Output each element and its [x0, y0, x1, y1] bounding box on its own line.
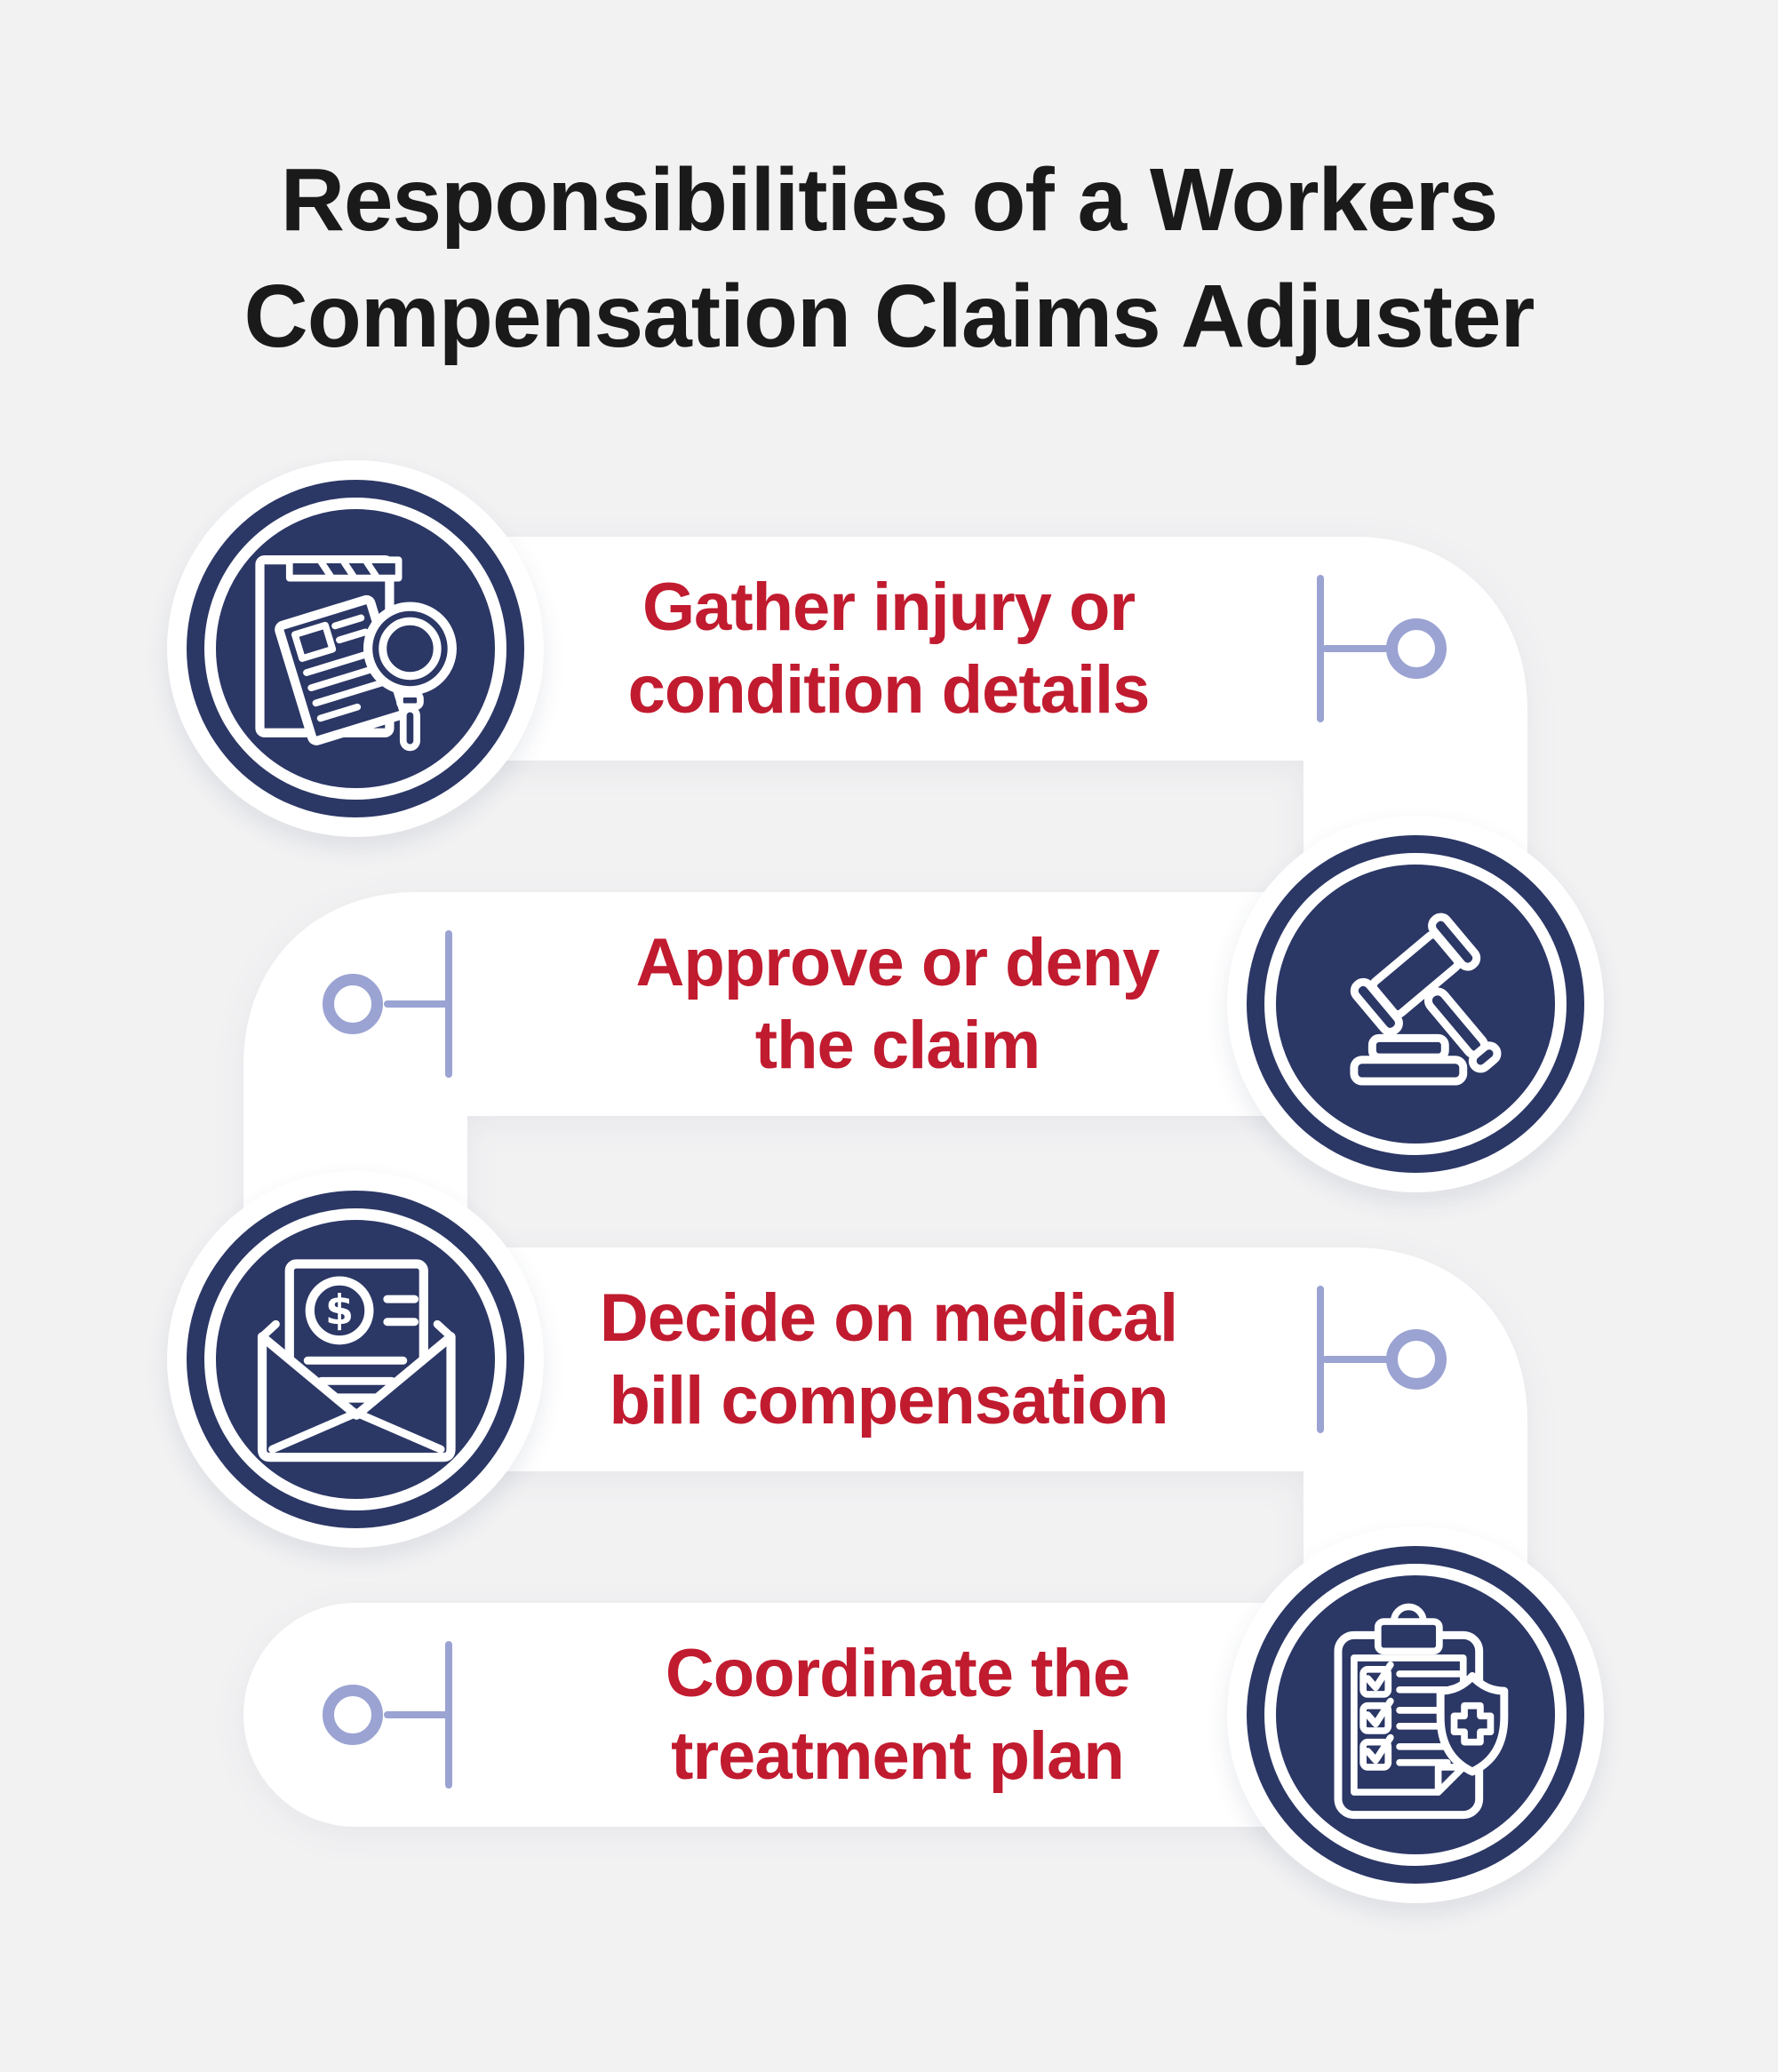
gavel-icon: [1227, 816, 1604, 1192]
icon-ring: $: [187, 1191, 524, 1528]
step-3-line1: Decide on medical: [599, 1280, 1178, 1356]
connector-node-3: [1288, 1271, 1484, 1448]
connector-circle: [1386, 618, 1447, 679]
connector-line-vertical: [445, 930, 452, 1078]
step-label-2: Approve or deny the claim: [533, 906, 1262, 1102]
icon-disc: $: [204, 1208, 506, 1510]
connector-line-horizontal: [384, 1711, 449, 1718]
connector-line-vertical: [445, 1641, 452, 1789]
step-2-line1: Approve or deny: [635, 925, 1160, 1000]
connector-circle: [323, 974, 383, 1034]
connector-line-vertical: [1317, 1286, 1324, 1433]
document-magnifier-icon: [167, 460, 544, 837]
step-4-line2: treatment plan: [671, 1718, 1125, 1794]
connector-line-horizontal: [1322, 1356, 1390, 1363]
page-title-line1: Responsibilities of a Workers: [280, 150, 1499, 250]
step-label-1: Gather injury or condition details: [524, 551, 1253, 746]
page-title: Responsibilities of a Workers Compensati…: [0, 142, 1778, 375]
step-4-line1: Coordinate the: [665, 1636, 1130, 1711]
envelope-dollar-icon: $: [167, 1171, 544, 1548]
connector-node-4: [311, 1626, 506, 1804]
clipboard-medical-icon: [1227, 1526, 1604, 1903]
connector-line-vertical: [1317, 575, 1324, 722]
icon-ring: [187, 480, 524, 817]
icon-disc: [204, 498, 506, 800]
connector-line-horizontal: [384, 1000, 449, 1008]
step-3-line2: bill compensation: [609, 1363, 1168, 1438]
connector-line-horizontal: [1322, 645, 1390, 652]
icon-disc: [1264, 853, 1567, 1155]
step-1-line1: Gather injury or: [642, 570, 1136, 645]
icon-ring: [1247, 1546, 1584, 1884]
page-title-line2: Compensation Claims Adjuster: [243, 267, 1535, 366]
icon-ring: [1247, 835, 1584, 1173]
step-label-4: Coordinate the treatment plan: [533, 1617, 1262, 1813]
connector-node-2: [311, 915, 506, 1093]
svg-text:$: $: [325, 1286, 354, 1334]
icon-disc: [1264, 1564, 1567, 1866]
connector-circle: [1386, 1329, 1447, 1390]
connector-node-1: [1288, 560, 1484, 737]
connector-circle: [323, 1685, 383, 1745]
step-label-3: Decide on medical bill compensation: [524, 1262, 1253, 1457]
step-1-line2: condition details: [627, 652, 1151, 728]
step-2-line2: the claim: [754, 1008, 1040, 1083]
